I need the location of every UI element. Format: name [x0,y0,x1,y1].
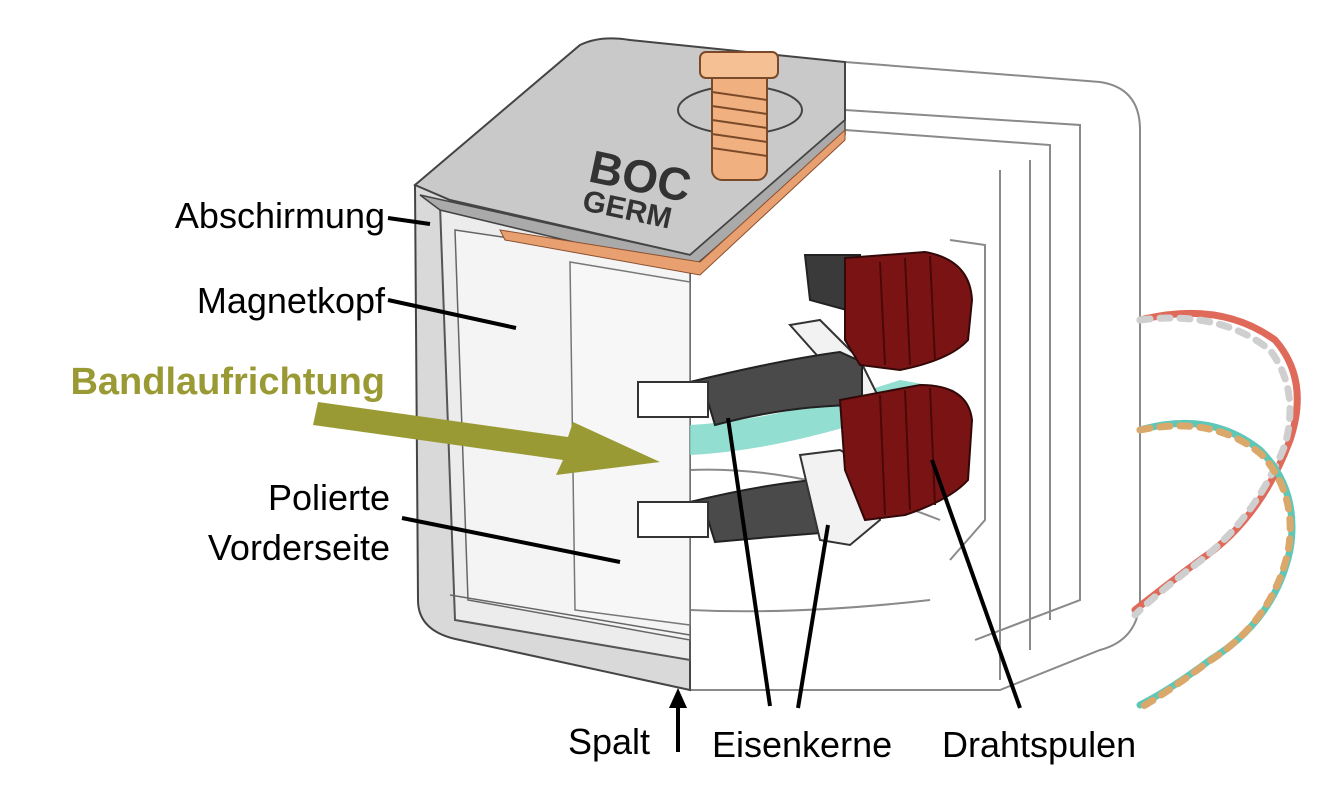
tape-direction-arrow [313,402,660,475]
housing-transparent [689,61,1141,691]
label-magnetkopf: Magnetkopf [196,280,385,321]
label-drahtspulen: Drahtspulen [942,724,1137,765]
label-polierte: Polierte [267,477,390,518]
label-spalt: Spalt [568,721,651,762]
adjustment-screw [677,51,803,181]
label-vorderseite: Vorderseite [207,527,390,568]
label-bandlaufrichtung: Bandlaufrichtung [70,361,385,403]
label-abschirmung: Abschirmung [174,195,385,236]
twisted-wires [1131,309,1301,712]
label-eisenkerne: Eisenkerne [712,724,893,765]
wire-coils [803,250,974,522]
gap-arrow [669,688,687,752]
leader-lines [387,216,1022,709]
